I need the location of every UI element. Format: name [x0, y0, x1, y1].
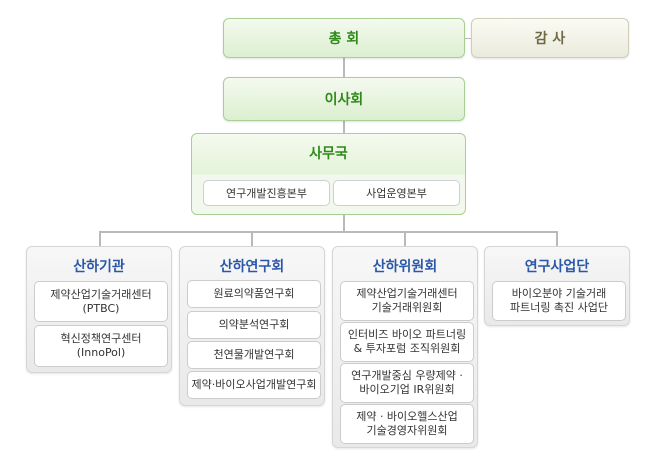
connector-line — [99, 231, 557, 233]
item-line: 인터비즈 바이오 파트너링 — [347, 328, 467, 341]
board-box[interactable]: 이사회 — [223, 77, 465, 121]
general-assembly-box[interactable]: 총 회 — [223, 18, 465, 58]
item-line: & 투자포럼 조직위원회 — [353, 342, 461, 355]
board-label: 이사회 — [324, 92, 364, 108]
list-item[interactable]: 연구개발중심 우량제약 · 바이오기업 IR위원회 — [340, 363, 474, 403]
item-line: 바이오기업 IR위원회 — [359, 383, 455, 396]
connector-line — [404, 231, 406, 247]
item-line: (PTBC) — [82, 301, 120, 315]
item-line: 혁신정책연구센터 — [60, 332, 142, 345]
item-line: 제약산업기술거래센터 — [50, 287, 152, 301]
item-line: 기술경영자위원회 — [366, 424, 448, 437]
connector-line — [556, 231, 558, 247]
connector-line — [99, 231, 101, 247]
list-item[interactable]: 의약분석연구회 — [187, 311, 321, 339]
item-line: 원료의약품연구회 — [213, 287, 295, 300]
item-line: 제약 · 바이오헬스산업 — [356, 410, 458, 423]
list-item[interactable]: 제약산업기술거래센터 기술거래위원회 — [340, 281, 474, 321]
general-assembly-label: 총 회 — [328, 31, 360, 47]
division-rnd[interactable]: 연구개발진흥본부 — [203, 180, 330, 206]
list-item[interactable]: 제약 · 바이오헬스산업 기술경영자위원회 — [340, 404, 474, 444]
item-line: 연구개발중심 우량제약 · — [351, 369, 463, 382]
group-research-societies: 산하연구회 원료의약품연구회 의약분석연구회 천연물개발연구회 제약·바이오사업… — [179, 246, 325, 406]
group-committees: 산하위원회 제약산업기술거래센터 기술거래위원회 인터비즈 바이오 파트너링 &… — [332, 246, 478, 448]
list-item[interactable]: 천연물개발연구회 — [187, 341, 321, 369]
item-line: 천연물개발연구회 — [213, 348, 295, 361]
auditor-label: 감 사 — [534, 31, 566, 47]
division-business[interactable]: 사업운영본부 — [333, 180, 460, 206]
group-research-projects: 연구사업단 바이오분야 기술거래 파트너링 촉진 사업단 — [484, 246, 630, 326]
list-item[interactable]: 제약산업기술거래센터 (PTBC) — [34, 281, 168, 322]
item-line: 기술거래위원회 — [371, 301, 443, 314]
item-line: 의약분석연구회 — [218, 318, 290, 331]
list-item[interactable]: 바이오분야 기술거래 파트너링 촉진 사업단 — [492, 281, 626, 321]
group-title: 산하위원회 — [372, 259, 438, 275]
group-title: 산하기관 — [73, 259, 125, 275]
group-title: 산하연구회 — [219, 259, 285, 275]
list-item[interactable]: 제약·바이오사업개발연구회 — [187, 371, 321, 399]
group-title: 연구사업단 — [524, 259, 590, 275]
item-line: 제약·바이오사업개발연구회 — [191, 378, 317, 391]
item-line: 바이오분야 기술거래 — [511, 287, 607, 300]
item-line: (InnoPol) — [76, 346, 126, 359]
group-affiliated-institutions: 산하기관 제약산업기술거래센터 (PTBC) 혁신정책연구센터 (InnoPol… — [26, 246, 172, 373]
secretariat-title: 사무국 — [309, 146, 348, 162]
secretariat-box[interactable]: 사무국 연구개발진흥본부 사업운영본부 — [191, 133, 466, 215]
list-item[interactable]: 혁신정책연구센터 (InnoPol) — [34, 325, 168, 367]
list-item[interactable]: 인터비즈 바이오 파트너링 & 투자포럼 조직위원회 — [340, 322, 474, 362]
connector-line — [465, 38, 473, 39]
auditor-box[interactable]: 감 사 — [471, 18, 629, 58]
connector-line — [343, 214, 345, 232]
list-item[interactable]: 원료의약품연구회 — [187, 280, 321, 308]
item-line: 파트너링 촉진 사업단 — [509, 301, 609, 314]
item-line: 제약산업기술거래센터 — [356, 287, 458, 300]
connector-line — [251, 231, 253, 247]
